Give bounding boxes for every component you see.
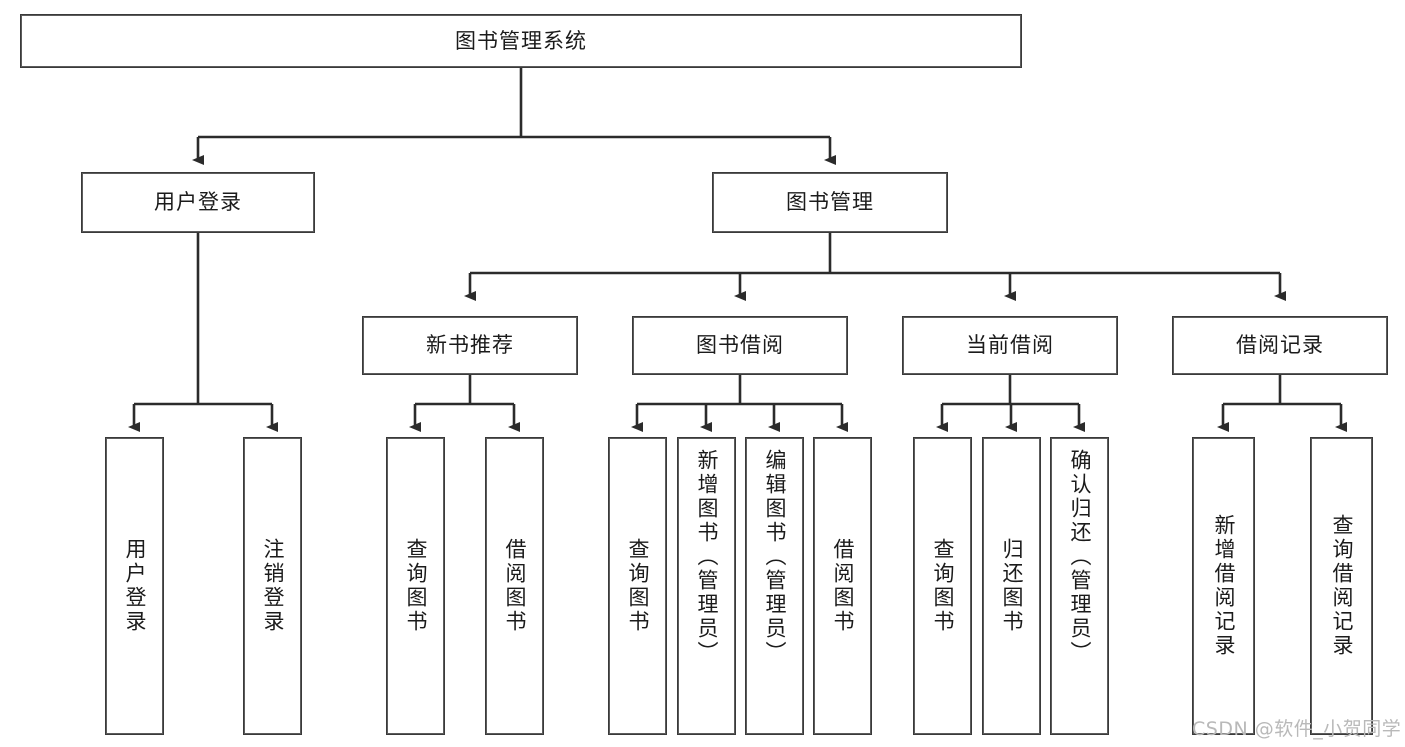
leaf-add-book[interactable]: 新增图书（管理员） xyxy=(677,437,736,735)
leaf-confirm-return-label: 确认归还（管理员） xyxy=(1068,449,1092,665)
leaf-return-book[interactable]: 归还图书 xyxy=(982,437,1041,735)
leaf-user-logout[interactable]: 注销登录 xyxy=(243,437,302,735)
leaf-query-book-1-label: 查询图书 xyxy=(404,538,428,634)
leaf-query-record-label: 查询借阅记录 xyxy=(1330,514,1354,658)
leaf-query-book-2[interactable]: 查询图书 xyxy=(608,437,667,735)
node-current-borrow-label: 当前借阅 xyxy=(966,333,1054,358)
leaf-add-record[interactable]: 新增借阅记录 xyxy=(1192,437,1255,735)
node-current-borrow[interactable]: 当前借阅 xyxy=(902,316,1118,375)
node-borrow-record[interactable]: 借阅记录 xyxy=(1172,316,1388,375)
node-book-borrow[interactable]: 图书借阅 xyxy=(632,316,848,375)
leaf-user-login-label: 用户登录 xyxy=(123,538,147,634)
node-new-book-recommend[interactable]: 新书推荐 xyxy=(362,316,578,375)
leaf-edit-book-label: 编辑图书（管理员） xyxy=(763,449,787,665)
leaf-return-book-label: 归还图书 xyxy=(1000,538,1024,634)
leaf-borrow-book-1[interactable]: 借阅图书 xyxy=(485,437,544,735)
leaf-query-book-3-label: 查询图书 xyxy=(931,538,955,634)
leaf-user-login[interactable]: 用户登录 xyxy=(105,437,164,735)
node-root-label: 图书管理系统 xyxy=(455,28,587,53)
leaf-borrow-book-2[interactable]: 借阅图书 xyxy=(813,437,872,735)
leaf-user-logout-label: 注销登录 xyxy=(261,538,285,634)
leaf-edit-book[interactable]: 编辑图书（管理员） xyxy=(745,437,804,735)
leaf-query-book-3[interactable]: 查询图书 xyxy=(913,437,972,735)
leaf-query-book-1[interactable]: 查询图书 xyxy=(386,437,445,735)
node-book-manage[interactable]: 图书管理 xyxy=(712,172,948,233)
node-user-login[interactable]: 用户登录 xyxy=(81,172,315,233)
node-user-login-label: 用户登录 xyxy=(154,190,242,215)
node-root[interactable]: 图书管理系统 xyxy=(20,14,1022,68)
leaf-add-book-label: 新增图书（管理员） xyxy=(695,449,719,665)
node-borrow-record-label: 借阅记录 xyxy=(1236,333,1324,358)
leaf-query-record[interactable]: 查询借阅记录 xyxy=(1310,437,1373,735)
leaf-add-record-label: 新增借阅记录 xyxy=(1212,514,1236,658)
leaf-query-book-2-label: 查询图书 xyxy=(626,538,650,634)
leaf-borrow-book-1-label: 借阅图书 xyxy=(503,538,527,634)
node-book-manage-label: 图书管理 xyxy=(786,190,874,215)
leaf-borrow-book-2-label: 借阅图书 xyxy=(831,538,855,634)
leaf-confirm-return[interactable]: 确认归还（管理员） xyxy=(1050,437,1109,735)
node-new-book-recommend-label: 新书推荐 xyxy=(426,333,514,358)
watermark: CSDN @软件_小贺同学 xyxy=(1192,718,1402,740)
node-book-borrow-label: 图书借阅 xyxy=(696,333,784,358)
